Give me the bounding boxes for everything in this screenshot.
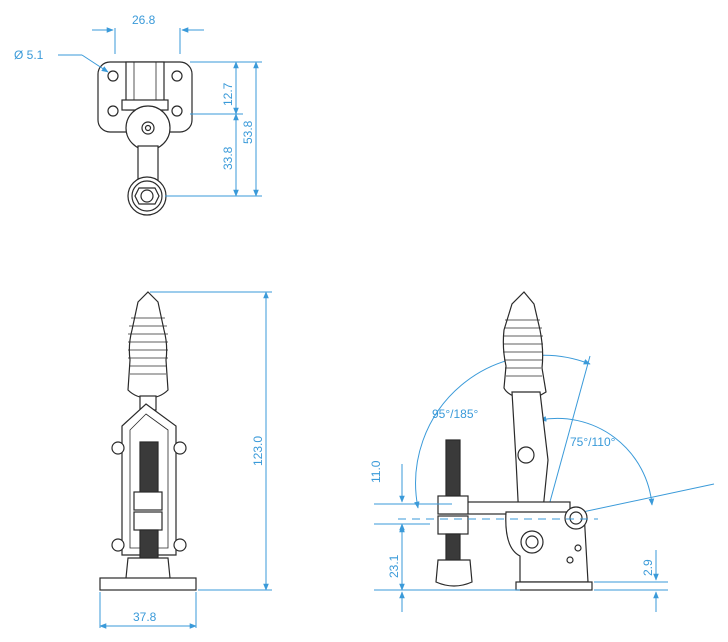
dim-total-height: 123.0: [251, 436, 265, 466]
side-spindle-pad: [435, 559, 473, 587]
mount-hole-bl: [107, 105, 119, 117]
mount-hole-tl: [107, 70, 119, 82]
dim-top-width: 26.8: [132, 13, 156, 27]
side-nut-upper: [437, 495, 469, 515]
dim-base-to-spindle: 23.1: [387, 554, 401, 578]
dim-base-width: 37.8: [133, 610, 157, 624]
front-handle-grip: [127, 291, 169, 399]
dim-total-top-length: 53.8: [241, 120, 255, 144]
front-base-plate: [99, 577, 197, 591]
dim-handle-open-angle: 95°/185°: [432, 407, 479, 421]
dim-arm-open-angle: 75°/110°: [570, 435, 616, 449]
top-view: 26.8 Ø 5.1 12.7 33.8 53.8: [14, 13, 262, 216]
front-nut-upper: [133, 491, 163, 511]
dim-hole-diameter: Ø 5.1: [14, 48, 44, 62]
dim-spindle-height: 11.0: [369, 460, 383, 483]
dim-base-thickness: 2.9: [641, 559, 655, 576]
mount-hole-tr: [171, 70, 183, 82]
dim-arm-offset: 33.8: [221, 146, 235, 170]
mount-hole-br: [171, 105, 183, 117]
front-view: 123.0 37.8: [99, 291, 272, 629]
front-nut-lower: [133, 511, 163, 531]
side-handle-grip: [502, 291, 547, 399]
side-base-plate: [515, 581, 593, 591]
side-spindle-thread: [445, 439, 461, 497]
side-view: 95°/185° 75°/110°: [369, 291, 715, 612]
dim-hole-spacing: 12.7: [221, 82, 235, 106]
